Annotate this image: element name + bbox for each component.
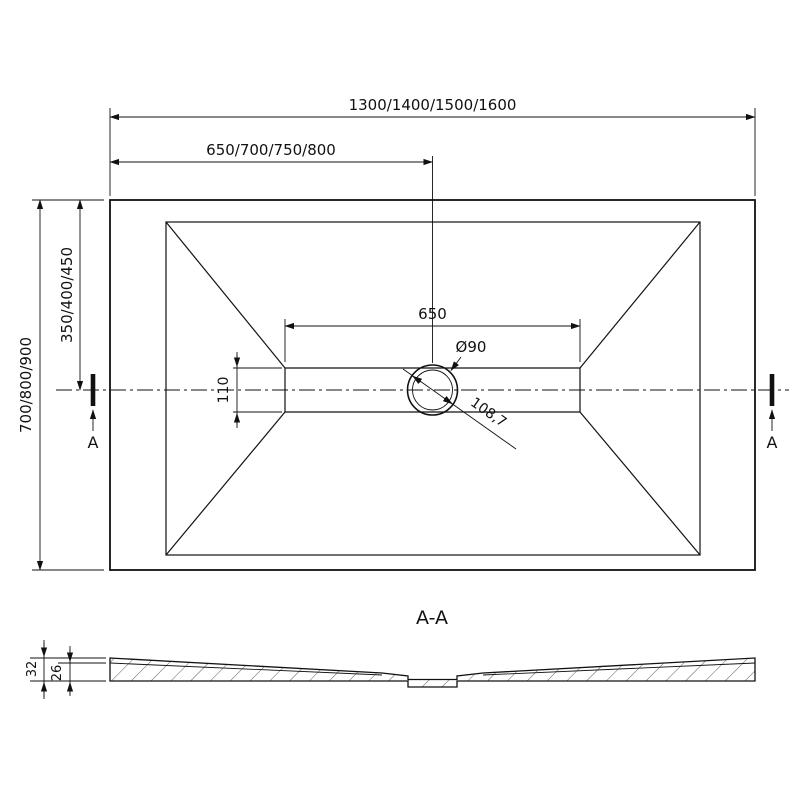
section-marker-right: A (767, 374, 778, 452)
dim-arrow (412, 375, 423, 385)
section-marker-right-label: A (767, 433, 778, 452)
section-inner-surface-line (109, 662, 756, 676)
slope-line-bottom-left (165, 411, 286, 556)
tray-inner-edge (165, 221, 701, 556)
dim-drain-zone-width-label: 650 (418, 305, 447, 323)
dim-thickness-total-label: 32 (25, 661, 40, 678)
dim-height-total: 700/800/900 (17, 199, 104, 571)
leader-line (450, 356, 462, 372)
dim-thickness-total: 32 (25, 640, 106, 699)
dim-drain-zone-height: 110 (216, 352, 282, 428)
slope-line-top-left (165, 221, 286, 369)
slope-line-bottom-right (579, 411, 701, 556)
dim-height-half: 350/400/450 (58, 199, 84, 391)
section-marker-left-label: A (88, 433, 99, 452)
dim-arrow (442, 395, 453, 405)
dim-width-total: 1300/1400/1500/1600 (109, 96, 756, 196)
dim-width-half: 650/700/750/800 (109, 141, 434, 166)
dim-drain-diameter-label: Ø90 (456, 338, 487, 356)
top-view: 1300/1400/1500/1600 650/700/750/800 700/… (17, 96, 789, 571)
dim-width-half-label: 650/700/750/800 (206, 141, 336, 159)
dim-thickness-inner: 26 (50, 646, 106, 696)
dim-drain-diagonal: 108,7 (402, 368, 517, 450)
slope-line-top-right (579, 221, 701, 369)
dim-thickness-inner-label: 26 (50, 665, 65, 682)
dim-drain-diagonal-label: 108,7 (467, 395, 509, 431)
dim-height-total-label: 700/800/900 (17, 337, 35, 433)
dim-drain-diameter: Ø90 (450, 338, 487, 372)
section-view: A-A 32 26 (25, 607, 756, 699)
dim-drain-zone-height-label: 110 (216, 377, 232, 404)
section-title: A-A (416, 607, 448, 629)
dim-width-total-label: 1300/1400/1500/1600 (349, 96, 517, 114)
dim-drain-zone-width: 650 (284, 305, 581, 362)
section-marker-left: A (88, 374, 99, 452)
section-profile (109, 657, 756, 688)
dim-height-half-label: 350/400/450 (58, 247, 76, 343)
